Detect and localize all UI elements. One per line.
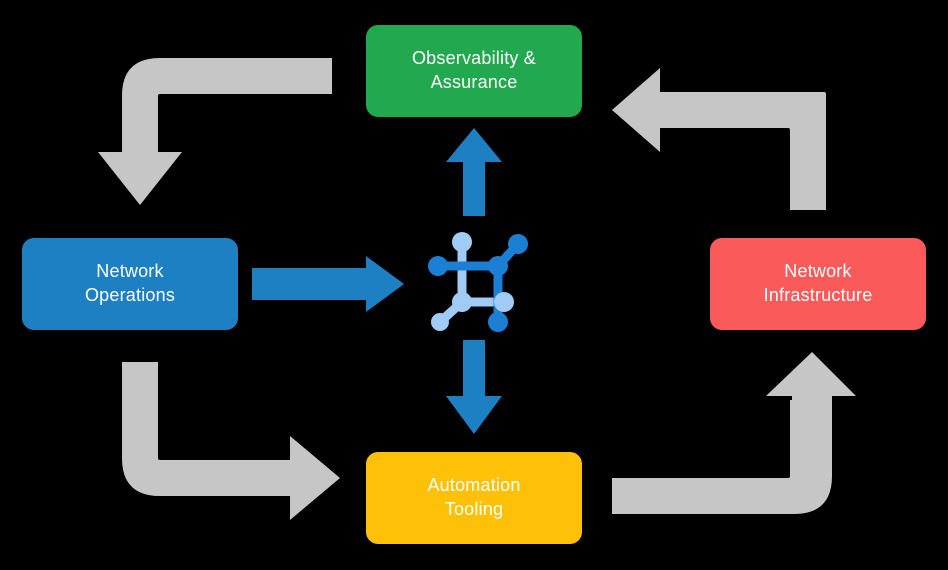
cycle-arrow-observability-to-operations xyxy=(98,58,332,205)
node-label-network-operations: Network Operations xyxy=(84,261,176,305)
cycle-arrow-automation-to-infrastructure xyxy=(612,352,856,514)
topology-nodes xyxy=(428,232,528,332)
accent-arrow-center-to-automation xyxy=(446,340,502,434)
accent-arrow-operations-to-center xyxy=(252,256,404,312)
accent-arrow-center-to-observability xyxy=(446,128,502,216)
node-box-automation-tooling[interactable]: Automation Tooling xyxy=(366,452,582,544)
node-label-network-infrastructure: Network Infrastructure xyxy=(763,261,873,305)
node-label-automation-tooling: Automation Tooling xyxy=(427,475,521,519)
network-topology-icon xyxy=(428,232,528,332)
cycle-arrow-infrastructure-to-observability xyxy=(612,68,826,210)
cycle-arrow-operations-to-automation xyxy=(122,362,340,520)
node-label-observability: Observability & Assurance xyxy=(411,48,537,92)
node-box-observability[interactable]: Observability & Assurance xyxy=(366,25,582,117)
node-box-network-infrastructure[interactable]: Network Infrastructure xyxy=(710,238,926,330)
node-box-network-operations[interactable]: Network Operations xyxy=(22,238,238,330)
